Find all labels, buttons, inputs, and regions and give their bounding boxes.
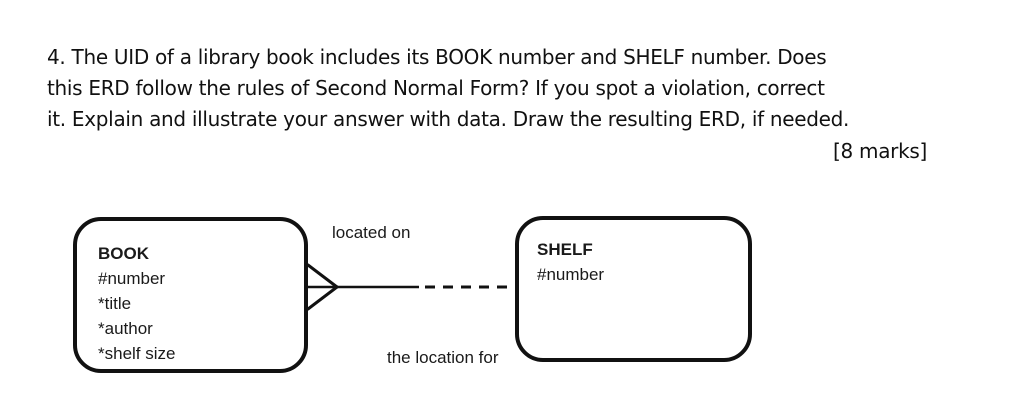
entity-attr-book-shelf-size: *shelf size [98,344,176,363]
crows-foot-many-icon [306,263,339,311]
entity-attr-book-number: #number [98,269,166,288]
question-line-2: this ERD follow the rules of Second Norm… [47,76,825,100]
entity-attr-book-author: *author [98,319,153,338]
relationship-label-located-on: located on [332,223,411,242]
question-line-3: it. Explain and illustrate your answer w… [47,107,850,131]
entity-attr-book-title: *title [98,294,132,313]
marks-label: [8 marks] [833,139,927,163]
entity-attr-shelf-number: #number [537,265,605,284]
entity-name-book: BOOK [98,244,149,263]
entity-box-book: BOOK #number *title *author *shelf size [73,217,308,373]
question-text-block: 4. The UID of a library book includes it… [47,42,927,167]
entity-name-shelf: SHELF [537,240,593,259]
relationship-label-the-location-for: the location for [387,348,499,367]
entity-box-shelf: SHELF #number [515,216,752,362]
question-line-1: 4. The UID of a library book includes it… [47,45,827,69]
